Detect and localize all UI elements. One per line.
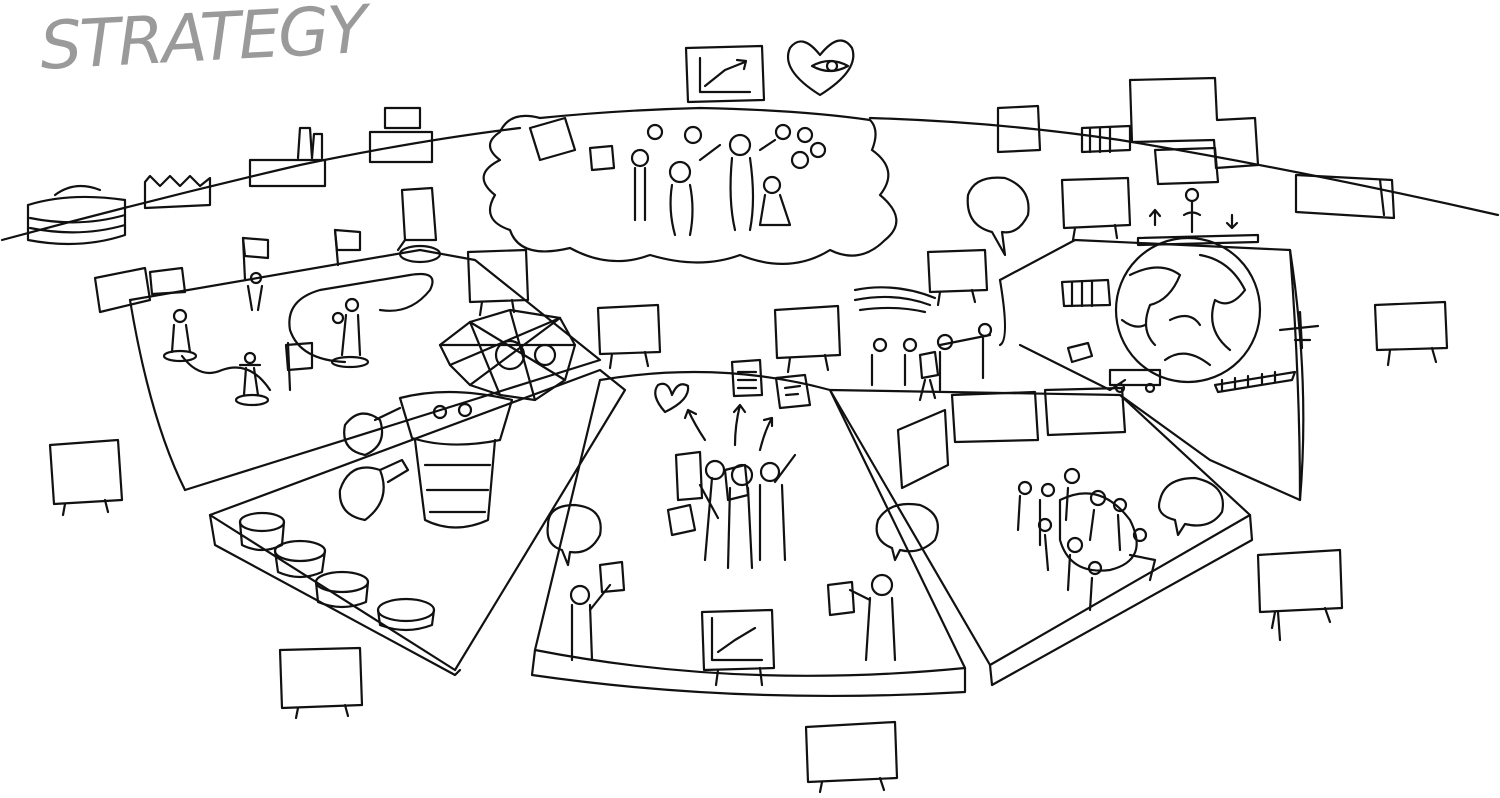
segment-meeting (828, 386, 1254, 687)
segment-control-tower (208, 308, 627, 677)
horizon-skyline (0, 76, 1500, 246)
segment-teamwork (530, 358, 967, 698)
network-icon (438, 308, 577, 402)
growth-chart-icon (700, 608, 776, 687)
control-tower-icon (398, 390, 514, 529)
speech-bubble-icon (966, 176, 1030, 257)
ring-edge-left (128, 298, 187, 492)
ring-edge-right (1288, 248, 1305, 502)
factory-icon (26, 184, 127, 246)
segment-global (853, 187, 1320, 502)
airplane-icon (1278, 310, 1320, 350)
cargo-ship-icon (1213, 370, 1297, 394)
billboard-signs (48, 176, 1449, 794)
globe-icon (1114, 236, 1262, 384)
crowd-cloud (482, 106, 898, 265)
truck-icon (1108, 368, 1162, 394)
growth-chart-icon (684, 44, 766, 104)
heart-eye-icon (786, 39, 855, 97)
bowl-icon (238, 511, 436, 632)
segment-flags (93, 186, 602, 492)
